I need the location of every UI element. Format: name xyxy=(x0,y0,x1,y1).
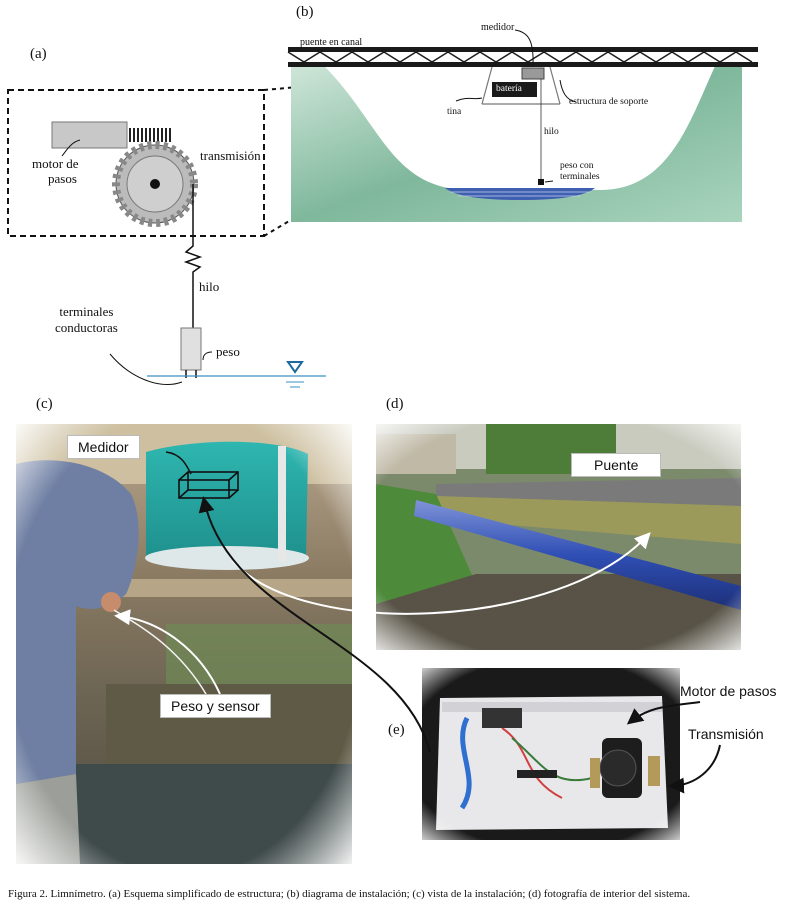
installation-photo-drawing xyxy=(16,424,352,864)
panel-a-letter: (a) xyxy=(30,46,47,62)
terminals-label-line2: conductoras xyxy=(55,320,118,335)
terminals-label: terminales conductoras xyxy=(55,304,118,336)
installation-photo xyxy=(16,424,352,864)
weight-terminals-line1: peso con xyxy=(560,161,594,171)
weight-terminals-line2: terminales xyxy=(560,172,600,182)
transmission-tag: Transmisión xyxy=(688,726,764,742)
meter-label: medidor xyxy=(481,22,515,33)
figure-caption: Figura 2. Limnímetro. (a) Esquema simpli… xyxy=(8,888,691,900)
interior-photo xyxy=(422,668,680,840)
panel-e-letter: (e) xyxy=(388,722,405,738)
meter-tag: Medidor xyxy=(67,435,140,459)
panel-c-letter: (c) xyxy=(36,396,53,412)
thread-label: hilo xyxy=(199,279,220,294)
support-structure-label: estructura de soporte xyxy=(569,97,649,107)
panel-b-letter: (b) xyxy=(296,4,314,20)
terminals-label-line1: terminales xyxy=(59,304,114,319)
weight-label: peso xyxy=(216,344,240,359)
panel-d-letter: (d) xyxy=(386,396,404,412)
bridge-tag: Puente xyxy=(571,453,662,477)
thread-label-b: hilo xyxy=(544,127,559,137)
stepper-motor-tag: Motor de pasos xyxy=(680,683,777,699)
interior-photo-drawing xyxy=(422,668,680,840)
bridge-photo-drawing xyxy=(376,424,741,650)
panel-b-diagram xyxy=(287,29,758,222)
transmission-label: transmisión xyxy=(200,148,261,163)
motor-label-line2: pasos xyxy=(48,171,77,186)
motor-label: motor de pasos xyxy=(32,156,79,186)
bridge-channel-label: puente en canal xyxy=(300,37,363,48)
weight-terminals-label: peso con terminales xyxy=(560,161,600,183)
battery-label: batería xyxy=(496,84,522,94)
weight-sensor-tag: Peso y sensor xyxy=(160,694,271,718)
tub-label: tina xyxy=(447,107,462,117)
bridge-photo xyxy=(376,424,741,650)
motor-label-line1: motor de xyxy=(32,156,79,171)
